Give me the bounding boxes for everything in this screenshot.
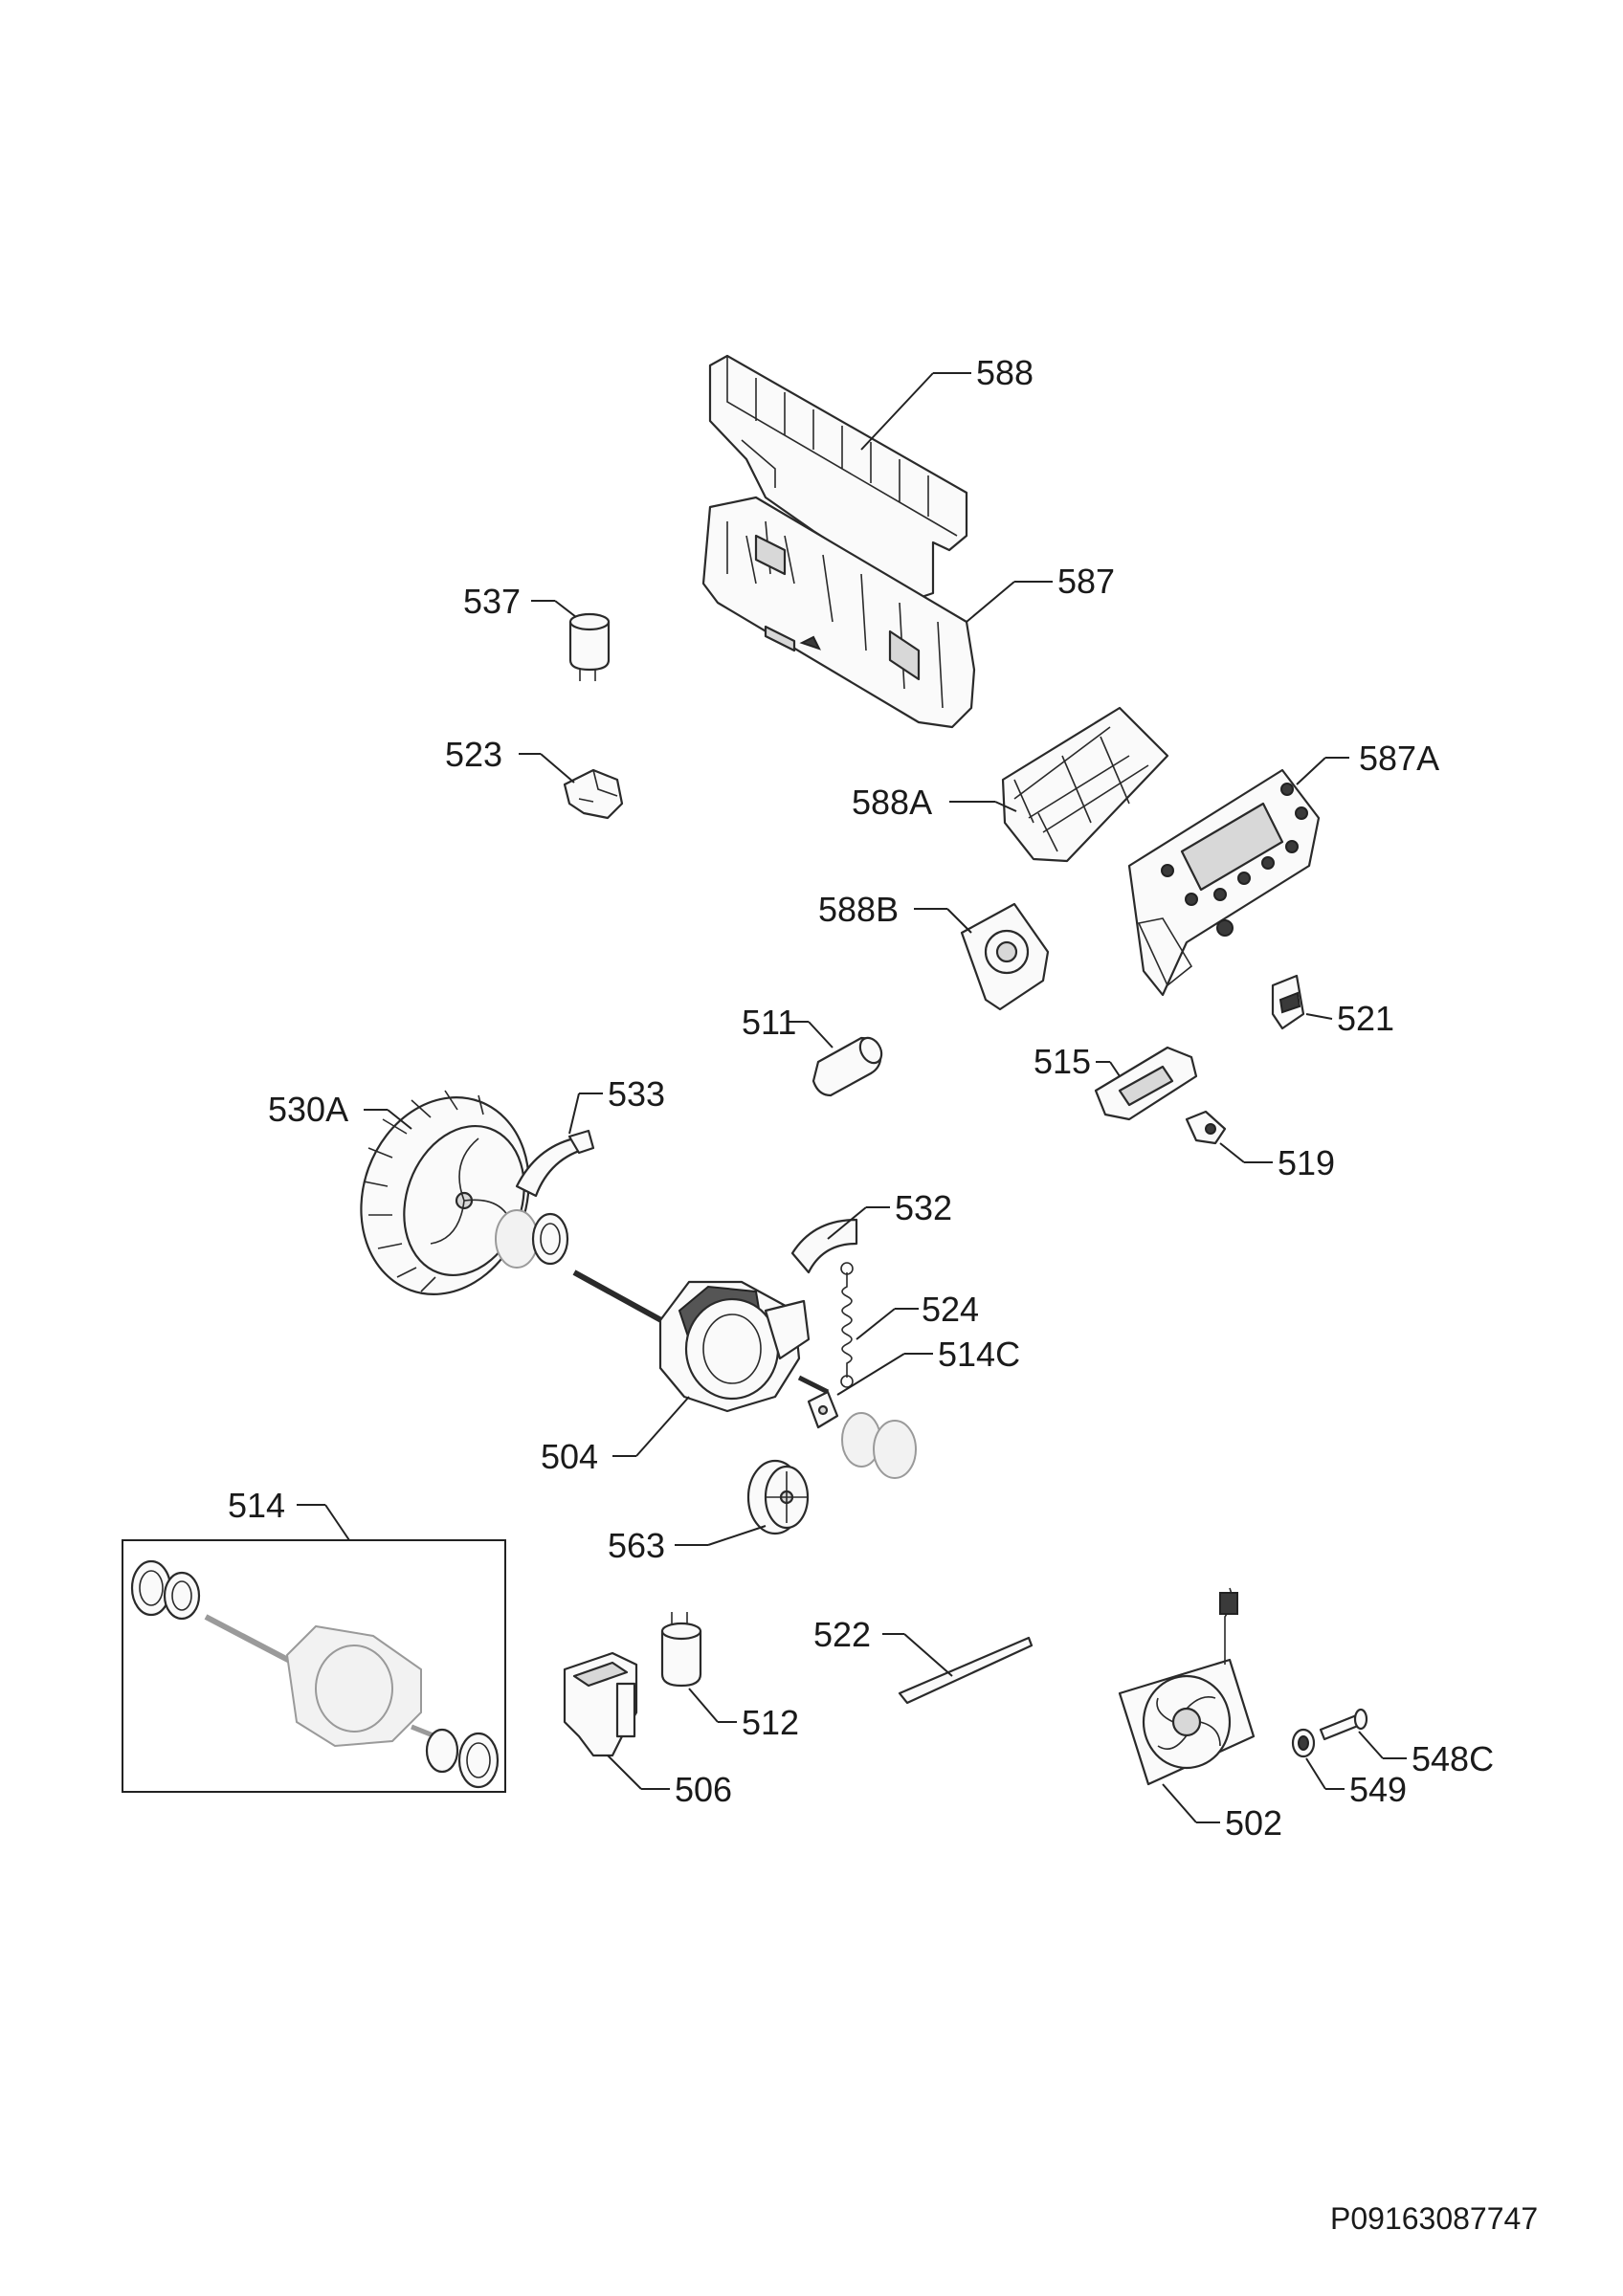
part-522-strip — [898, 1636, 1034, 1705]
leader-514Cb — [836, 1353, 905, 1396]
part-588B-selector — [960, 902, 1050, 1011]
leader-530Ab — [387, 1109, 412, 1130]
leader-524b — [856, 1308, 896, 1340]
label-504: 504 — [541, 1437, 598, 1476]
leader-512b — [688, 1688, 719, 1723]
document-code: P09163087747 — [1330, 2201, 1538, 2236]
label-532: 532 — [895, 1188, 952, 1227]
label-588A: 588A — [852, 783, 932, 822]
part-521-switch — [1271, 974, 1305, 1030]
label-587A: 587A — [1359, 739, 1439, 778]
label-511: 511 — [742, 1003, 796, 1042]
label-530A: 530A — [268, 1090, 348, 1129]
part-504-motor — [572, 1269, 830, 1413]
leader-587b — [966, 581, 1015, 623]
label-514C: 514C — [938, 1335, 1020, 1374]
leader-587Ab — [1296, 757, 1326, 785]
leader-588Bb — [946, 908, 972, 934]
part-537-capacitor — [568, 612, 611, 681]
leader-523b — [540, 753, 575, 784]
part-511-capacitor — [812, 1036, 883, 1097]
label-548C: 548C — [1412, 1739, 1494, 1778]
leader-502b — [1162, 1783, 1197, 1823]
part-512-capacitor — [660, 1612, 702, 1688]
leader-548Cb — [1358, 1731, 1384, 1759]
label-524: 524 — [922, 1290, 979, 1329]
leader-519b — [1219, 1142, 1245, 1163]
label-563: 563 — [608, 1526, 665, 1565]
leader-549b — [1305, 1757, 1326, 1790]
leader-588Ab — [994, 801, 1017, 812]
part-524-spring — [840, 1262, 854, 1388]
label-515: 515 — [1034, 1042, 1091, 1081]
label-537: 537 — [463, 582, 521, 621]
leader-506b — [607, 1755, 642, 1790]
part-519-sensor — [1185, 1110, 1227, 1145]
leader-521 — [1305, 1013, 1333, 1020]
label-533: 533 — [608, 1074, 665, 1114]
label-514: 514 — [228, 1486, 285, 1525]
part-532-cover — [790, 1218, 858, 1274]
part-523-clip — [563, 768, 624, 820]
part-506-pump — [563, 1651, 638, 1757]
part-548C-screw — [1319, 1708, 1368, 1741]
leader-533b — [568, 1093, 580, 1135]
label-512: 512 — [742, 1703, 799, 1742]
part-515-switch — [1094, 1046, 1198, 1121]
part-502-fan — [1118, 1587, 1256, 1786]
part-549-nut — [1291, 1728, 1316, 1758]
part-bearing-rings-front — [495, 1209, 569, 1269]
label-588B: 588B — [818, 890, 899, 929]
leader-504b — [635, 1396, 690, 1457]
part-587A-display-board — [1127, 768, 1321, 997]
leader-588b — [860, 372, 934, 451]
part-514C-washer — [807, 1390, 917, 1479]
kit-514-frame — [122, 1539, 506, 1793]
label-522: 522 — [813, 1615, 871, 1654]
leader-514b — [324, 1504, 350, 1541]
part-587-control-module — [701, 496, 976, 729]
label-523: 523 — [445, 735, 502, 774]
label-506: 506 — [675, 1770, 732, 1809]
leader-511b — [808, 1021, 834, 1049]
part-533-bracket — [515, 1129, 595, 1198]
part-514-motor-kit — [130, 1559, 500, 1789]
label-521: 521 — [1337, 999, 1394, 1038]
leader-522b — [903, 1633, 953, 1677]
part-563-pulley — [746, 1459, 810, 1535]
label-587: 587 — [1057, 562, 1115, 601]
leader-532b — [827, 1206, 867, 1240]
leader-563b — [707, 1525, 767, 1546]
label-549: 549 — [1349, 1770, 1407, 1809]
part-588A-frame — [1001, 706, 1169, 863]
part-588-cover — [708, 354, 968, 600]
leader-515b — [1109, 1061, 1121, 1077]
label-519: 519 — [1278, 1143, 1335, 1182]
leader-537b — [554, 600, 577, 618]
label-502: 502 — [1225, 1803, 1282, 1843]
label-588: 588 — [976, 353, 1034, 392]
